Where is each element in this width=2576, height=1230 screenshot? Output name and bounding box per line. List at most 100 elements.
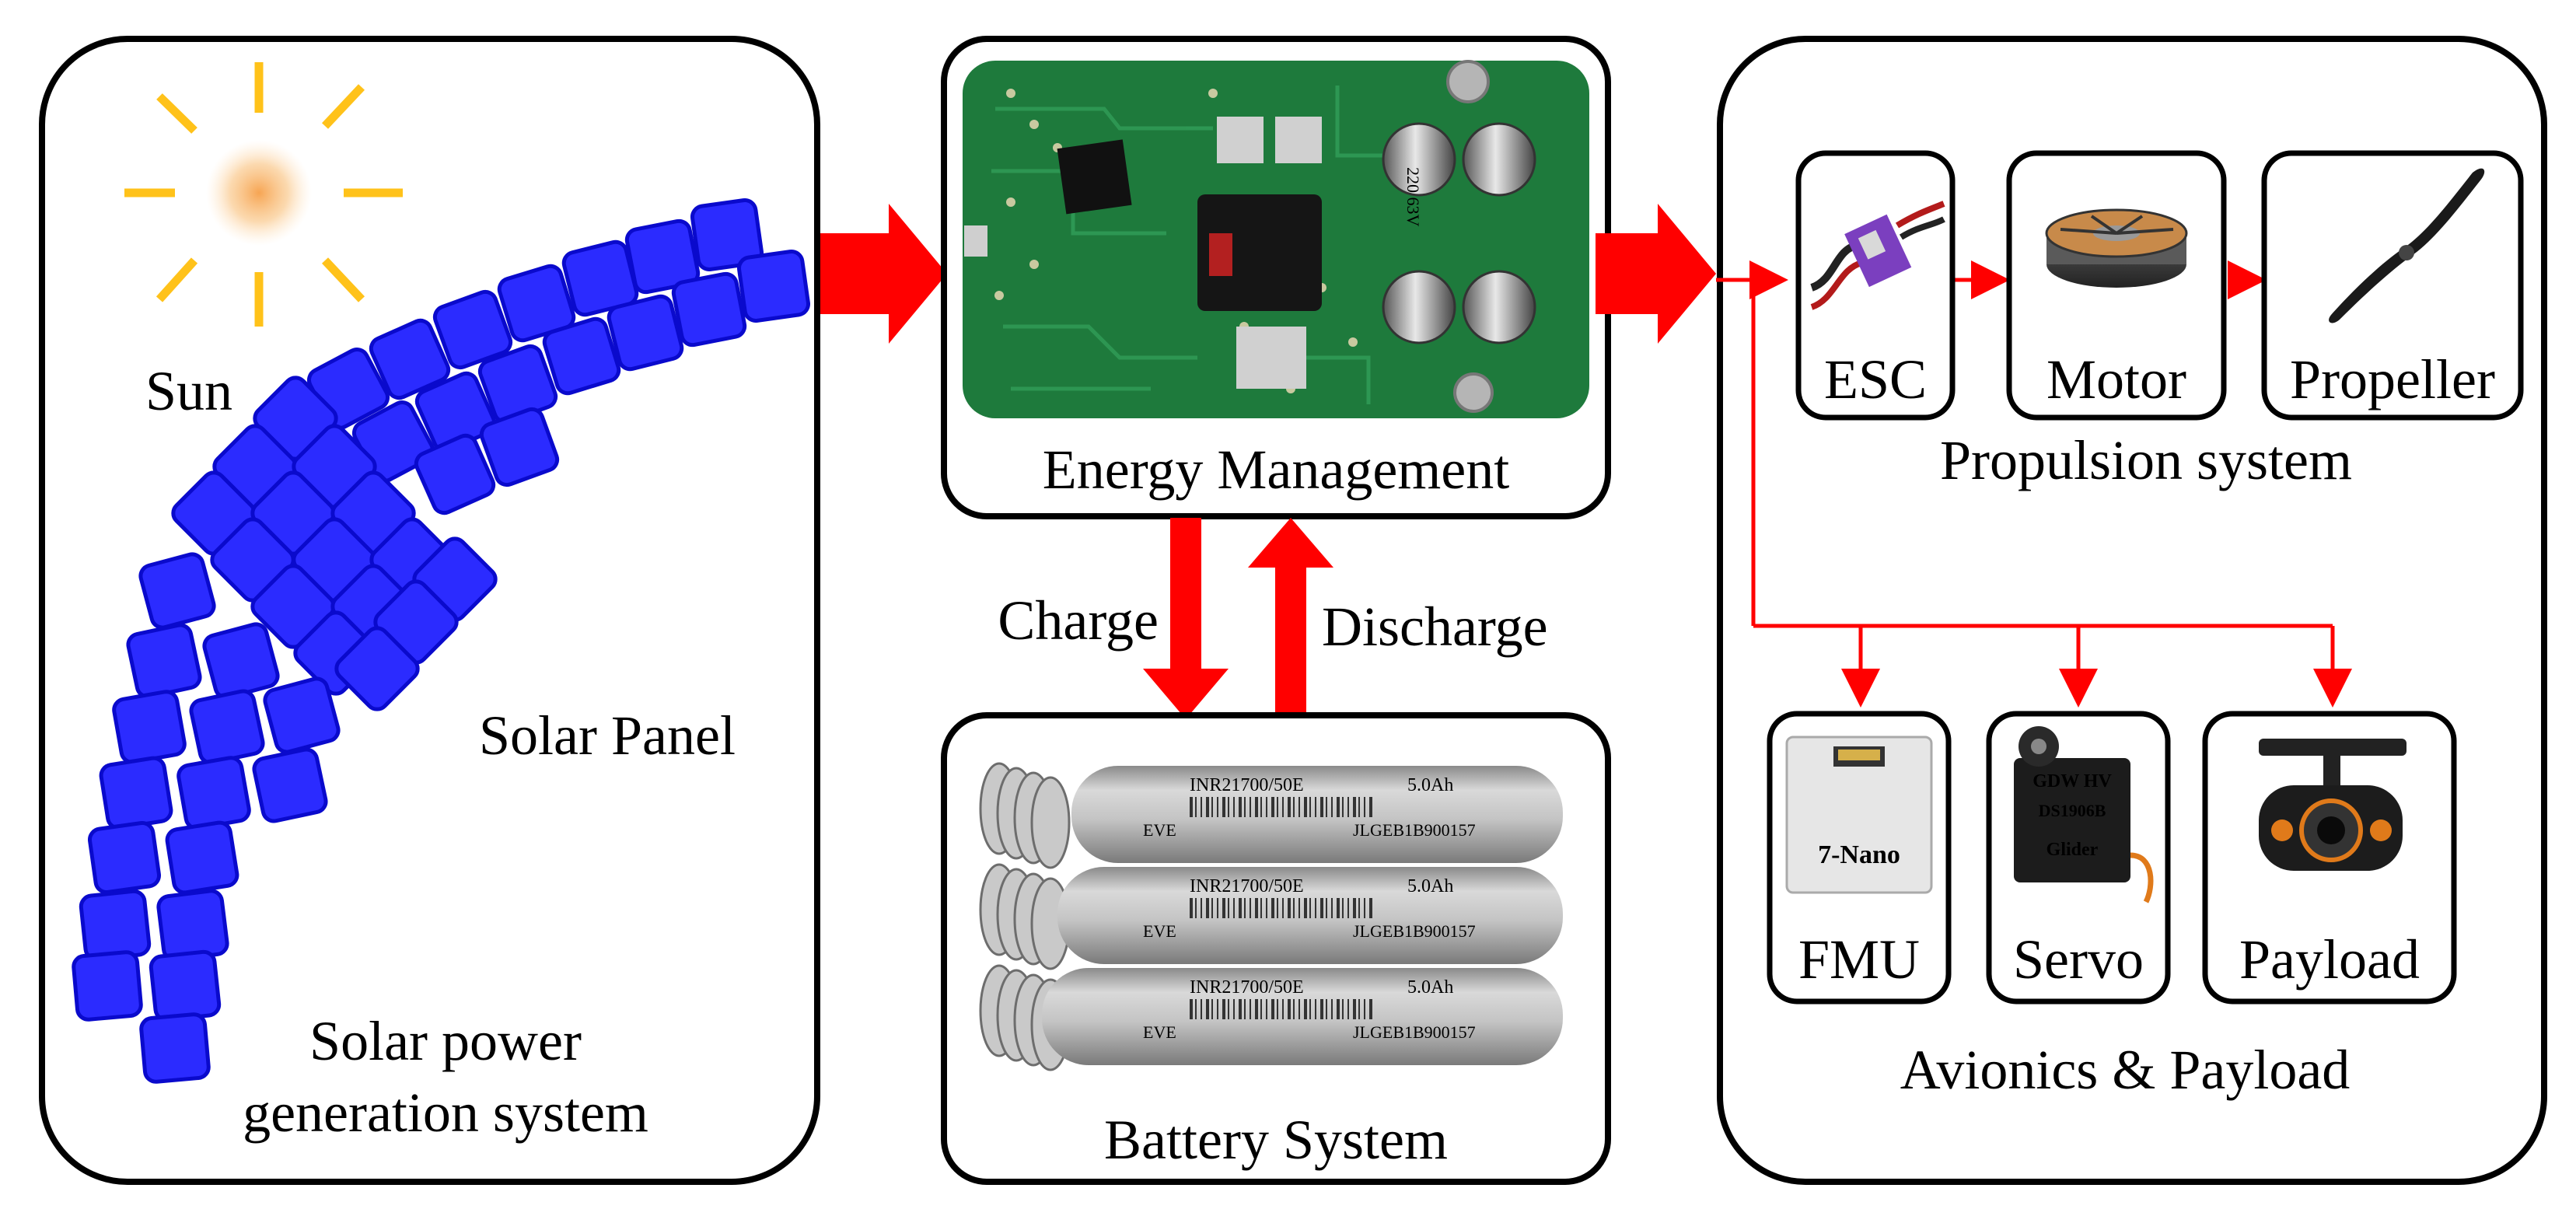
battery-barcode-bar	[1364, 999, 1365, 1019]
battery-barcode-bar	[1239, 797, 1242, 817]
battery-serial-text: JLGEB1B900157	[1353, 921, 1476, 941]
battery-barcode-bar	[1222, 999, 1225, 1019]
solar-cell	[690, 198, 764, 271]
solar-cell	[139, 1012, 211, 1084]
battery-barcode-bar	[1315, 999, 1316, 1019]
solar-cell	[263, 676, 341, 754]
battery-barcode-bar	[1288, 797, 1291, 817]
battery-barcode-bar	[1353, 999, 1356, 1019]
battery-barcode-bar	[1228, 999, 1229, 1019]
battery-barcode-bar	[1260, 797, 1262, 817]
battery-barcode-bar	[1288, 999, 1291, 1019]
battery-barcode-bar	[1326, 898, 1327, 918]
battery-barcode-bar	[1353, 898, 1356, 918]
battery-barcode-bar	[1369, 797, 1372, 817]
battery-barcode-bar	[1222, 898, 1225, 918]
solar-cell	[177, 756, 251, 830]
battery-barcode-bar	[1304, 898, 1307, 918]
battery-cell	[1071, 766, 1563, 863]
battery-barcode-bar	[1298, 999, 1300, 1019]
battery-barcode-bar	[1304, 797, 1307, 817]
battery-barcode-bar	[1271, 898, 1274, 918]
battery-barcode-bar	[1320, 797, 1323, 817]
battery-barcode-bar	[1195, 797, 1197, 817]
payload-label: Payload	[2239, 928, 2420, 991]
solar-cell	[149, 949, 222, 1022]
solar-cell	[99, 756, 173, 830]
battery-barcode-bar	[1190, 898, 1193, 918]
solar-cell	[671, 271, 747, 348]
battery-capacity-text: 5.0Ah	[1407, 775, 1453, 795]
battery-barcode-bar	[1309, 999, 1311, 1019]
battery-barcode-bar	[1255, 999, 1258, 1019]
solar-cell	[606, 294, 684, 372]
solar-cell	[542, 316, 621, 396]
battery-barcode-bar	[1266, 898, 1267, 918]
battery-barcode-bar	[1331, 797, 1333, 817]
battery-capacity-text: 5.0Ah	[1407, 977, 1453, 998]
servo-label: Servo	[2013, 928, 2144, 991]
battery-barcode-bar	[1353, 797, 1356, 817]
servo-icon: GDW HV DS1906B Glider	[2014, 726, 2154, 903]
solar-cell	[126, 623, 202, 699]
solar-cell	[79, 889, 152, 962]
battery-barcode-bar	[1358, 898, 1360, 918]
fmu-device-text: 7-Nano	[1818, 840, 1900, 869]
battery-barcode-bar	[1255, 797, 1258, 817]
solar-cell	[624, 218, 701, 295]
solar-cell	[737, 250, 810, 323]
solar-cell	[432, 289, 513, 370]
battery-barcode-bar	[1293, 898, 1295, 918]
motor-icon	[2045, 208, 2188, 288]
battery-barcode-bar	[1364, 797, 1365, 817]
fmu-box: 7-Nano FMU	[1767, 711, 1952, 1005]
solar-cell	[112, 690, 187, 764]
solar-cell	[479, 407, 560, 487]
esc-icon	[1810, 201, 1945, 310]
battery-barcode-bar	[1195, 898, 1197, 918]
esc-box: ESC	[1795, 150, 1956, 421]
battery-brand-text: EVE	[1143, 820, 1176, 840]
battery-barcode-bar	[1244, 898, 1246, 918]
sun-label: Sun	[145, 360, 232, 422]
motor-box: Motor	[2006, 150, 2227, 421]
gimbal-camera-icon	[2259, 739, 2406, 871]
battery-barcode-bar	[1364, 898, 1365, 918]
propeller-icon	[2329, 168, 2485, 323]
propulsion-system-title: Propulsion system	[1940, 429, 2352, 491]
battery-barcode-bar	[1233, 898, 1235, 918]
battery-model-text: INR21700/50E	[1190, 876, 1304, 896]
battery-barcode-bar	[1326, 999, 1327, 1019]
battery-brand-text: EVE	[1143, 921, 1176, 941]
battery-barcode-bar	[1331, 898, 1333, 918]
discharge-arrow	[1248, 518, 1333, 719]
battery-barcode-bar	[1228, 898, 1229, 918]
battery-barcode-bar	[1190, 999, 1193, 1019]
battery-barcode-bar	[1244, 797, 1246, 817]
battery-barcode-bar	[1217, 898, 1218, 918]
solar-cell	[165, 820, 239, 895]
motor-label: Motor	[2046, 348, 2186, 411]
battery-barcode-bar	[1244, 999, 1246, 1019]
battery-barcode-bar	[1315, 797, 1316, 817]
battery-barcode-bar	[1260, 999, 1262, 1019]
battery-model-text: INR21700/50E	[1190, 977, 1304, 998]
battery-barcode-bar	[1277, 797, 1278, 817]
power-flow-arrow-ems-to-loads	[1596, 204, 1716, 344]
solar-section-title-line1: Solar power	[309, 1010, 582, 1072]
battery-barcode-bar	[1347, 797, 1349, 817]
battery-barcode-bar	[1331, 999, 1333, 1019]
solar-cell	[252, 747, 328, 823]
battery-serial-text: JLGEB1B900157	[1353, 1022, 1476, 1042]
battery-barcode-bar	[1239, 999, 1242, 1019]
distribution-lines	[1716, 260, 2352, 708]
battery-barcode-bar	[1211, 898, 1213, 918]
solar-panel-icon	[72, 198, 810, 1084]
battery-barcode-bar	[1222, 797, 1225, 817]
battery-barcode-bar	[1201, 999, 1202, 1019]
battery-barcode-bar	[1195, 999, 1197, 1019]
battery-barcode-bar	[1282, 797, 1284, 817]
battery-serial-text: JLGEB1B900157	[1353, 820, 1476, 840]
battery-barcode-bar	[1326, 797, 1327, 817]
